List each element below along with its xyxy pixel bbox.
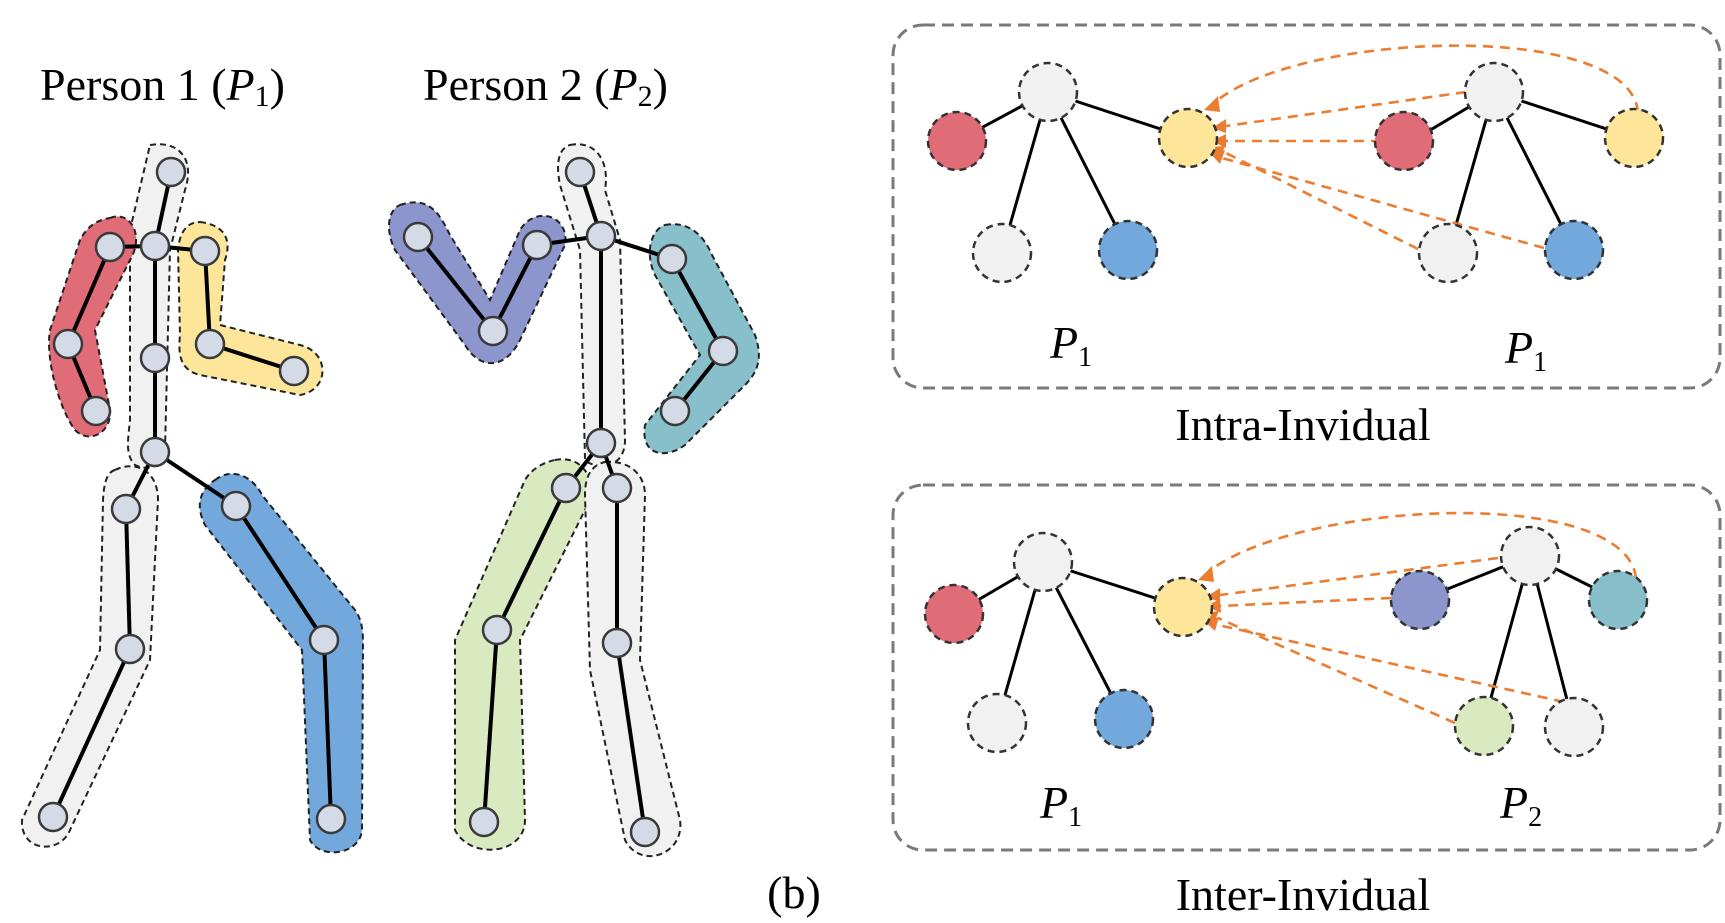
person2-skeleton	[388, 143, 760, 858]
p1-right-leg-region	[20, 465, 160, 848]
p1-right-arm-region	[48, 215, 137, 438]
person2-title: Person 2 (P2)	[423, 59, 668, 113]
p2-left-leg-region	[583, 460, 682, 858]
p1-left-leg-region	[198, 472, 365, 854]
inter-right-label: P2	[1499, 777, 1542, 833]
person1-title: Person 1 (P1)	[40, 59, 285, 113]
inter-individual-panel: P1 P2	[891, 483, 1722, 852]
inter-left-label: P1	[1039, 777, 1082, 833]
p2-spine-region	[557, 143, 627, 467]
intra-individual-caption: Intra-Invidual	[1175, 399, 1430, 450]
person1-skeleton	[20, 143, 365, 854]
intra-right-label: P1	[1504, 322, 1547, 378]
p2-right-leg-region	[454, 458, 592, 851]
p2-left-arm-region	[388, 201, 567, 365]
figure-label: (b)	[767, 867, 821, 918]
p1-spine-region	[127, 143, 190, 469]
inter-individual-caption: Inter-Invidual	[1176, 869, 1431, 920]
intra-individual-panel: P1 P1	[891, 23, 1722, 390]
intra-left-label: P1	[1049, 317, 1092, 373]
p1-joints	[37, 156, 347, 835]
p2-joints	[402, 156, 739, 848]
